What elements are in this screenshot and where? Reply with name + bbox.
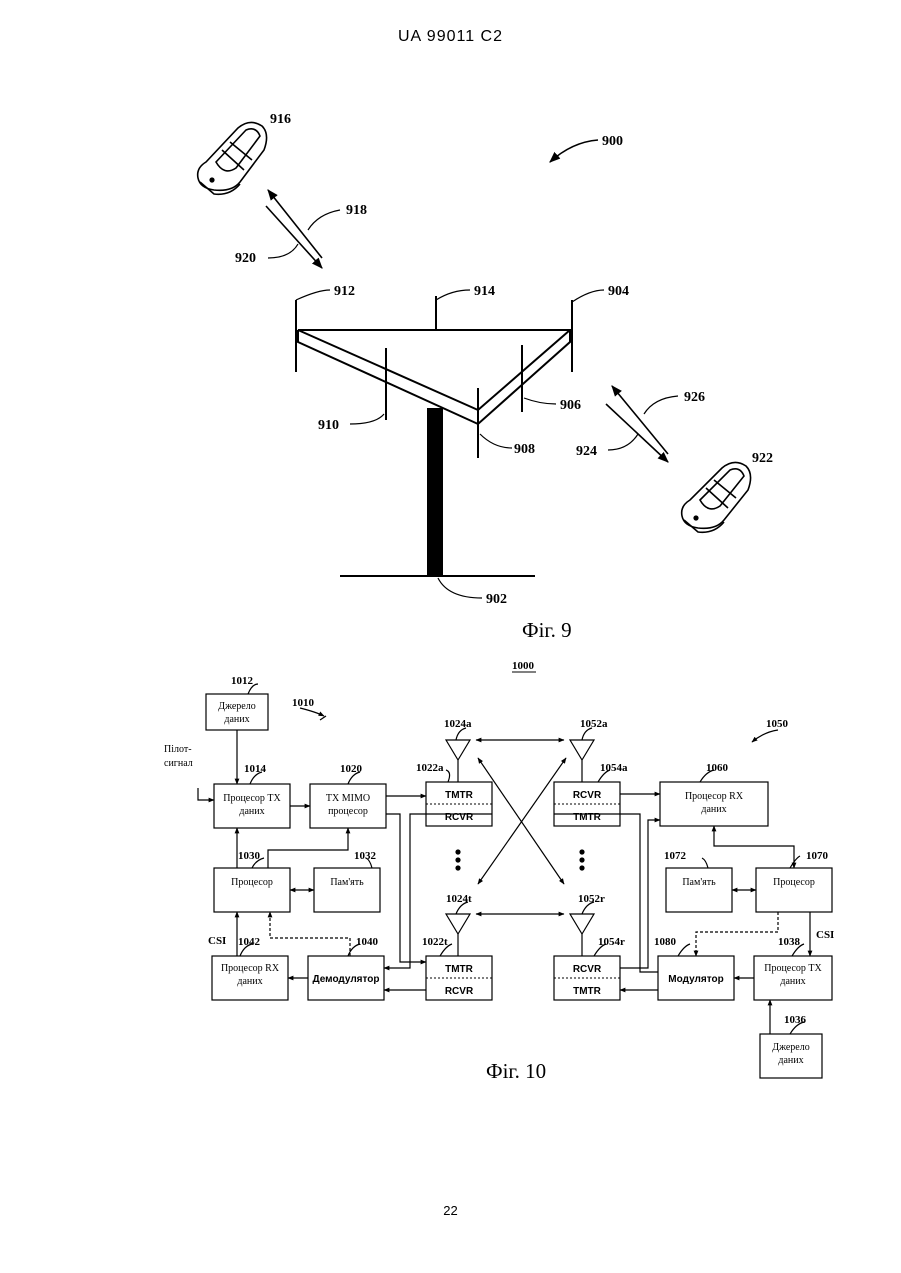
text-1072: Пам'ять xyxy=(682,877,716,888)
ref-1036: 1036 xyxy=(784,1014,807,1026)
ref-1080: 1080 xyxy=(654,936,677,948)
text-rcvr-t: RCVR xyxy=(445,986,474,997)
antennas xyxy=(446,740,594,956)
ref-1050: 1050 xyxy=(766,718,789,730)
text-1060-1: Процесор RX xyxy=(685,791,744,802)
box-processor-1070 xyxy=(756,868,832,912)
text-1042-2: даних xyxy=(237,976,262,987)
label-908: 908 xyxy=(514,442,535,457)
label-904: 904 xyxy=(608,284,629,299)
box-memory-1032 xyxy=(314,868,380,912)
ref-1012: 1012 xyxy=(231,675,254,687)
pilot-label-line1: Пілот- xyxy=(164,744,192,755)
text-rcvr-ar: RCVR xyxy=(573,790,602,801)
text-1040: Демодулятор xyxy=(313,974,380,985)
text-tmtr-ar: TMTR xyxy=(573,812,602,823)
label-902: 902 xyxy=(486,592,507,607)
label-916: 916 xyxy=(270,112,291,127)
text-1038-1: Процесор ТХ xyxy=(764,963,822,974)
ref-1054r: 1054r xyxy=(598,936,625,948)
ref-1060: 1060 xyxy=(706,762,729,774)
text-1032: Пам'ять xyxy=(330,877,364,888)
label-910: 910 xyxy=(318,418,339,433)
text-1038-2: даних xyxy=(780,976,805,987)
figure-9-caption: Фіг. 9 xyxy=(522,618,572,642)
label-900: 900 xyxy=(602,134,623,149)
ref-1070: 1070 xyxy=(806,850,829,862)
label-914: 914 xyxy=(474,284,495,299)
ref-1052r: 1052r xyxy=(578,893,605,905)
figure-10-labels: 1000 1012 1010 1014 1020 1024a 1022a 105… xyxy=(164,660,834,1083)
ref-1030: 1030 xyxy=(238,850,261,862)
pilot-label-line2: сигнал xyxy=(164,758,193,769)
ref-1020: 1020 xyxy=(340,763,363,775)
figure-9 xyxy=(198,122,751,598)
text-1020-1: TX MIMO xyxy=(326,793,370,804)
text-1030: Процесор xyxy=(231,877,273,888)
text-rcvr-r: RCVR xyxy=(573,964,602,975)
figure-10-number: 1000 xyxy=(512,660,535,672)
text-1014-1: Процесор ТХ xyxy=(223,793,281,804)
csi-label-left: CSI xyxy=(208,935,226,947)
label-924: 924 xyxy=(576,444,597,459)
text-rcvr-a: RCVR xyxy=(445,812,474,823)
label-926: 926 xyxy=(684,390,705,405)
ref-1024t: 1024t xyxy=(446,893,472,905)
label-920: 920 xyxy=(235,251,256,266)
text-1036-1: Джерело xyxy=(772,1042,809,1053)
ref-1022t: 1022t xyxy=(422,936,448,948)
mobile-phone-922-icon xyxy=(682,462,751,532)
ref-1032: 1032 xyxy=(354,850,377,862)
text-1070: Процесор xyxy=(773,877,815,888)
ref-1072: 1072 xyxy=(664,850,687,862)
text-tmtr-r: TMTR xyxy=(573,986,602,997)
ref-1010: 1010 xyxy=(292,697,315,709)
text-1080: Модулятор xyxy=(668,974,723,985)
ref-1052a: 1052a xyxy=(580,718,608,730)
figure-10-caption: Фіг. 10 xyxy=(486,1059,546,1083)
text-1012-1: Джерело xyxy=(218,701,255,712)
label-906: 906 xyxy=(560,398,581,413)
text-1020-2: процесор xyxy=(328,806,368,817)
text-tmtr-t: TMTR xyxy=(445,964,474,975)
ref-1040: 1040 xyxy=(356,936,379,948)
ref-1042: 1042 xyxy=(238,936,261,948)
text-1036-2: даних xyxy=(778,1055,803,1066)
ref-1038: 1038 xyxy=(778,936,801,948)
box-processor-1030 xyxy=(214,868,290,912)
text-1014-2: даних xyxy=(239,806,264,817)
ref-1014: 1014 xyxy=(244,763,267,775)
text-1012-2: даних xyxy=(224,714,249,725)
ref-1024a: 1024a xyxy=(444,718,472,730)
ref-1054a: 1054a xyxy=(600,762,628,774)
text-1042-1: Процесор RX xyxy=(221,963,280,974)
label-912: 912 xyxy=(334,284,355,299)
ref-1022a: 1022a xyxy=(416,762,444,774)
csi-label-right: CSI xyxy=(816,929,834,941)
label-922: 922 xyxy=(752,451,773,466)
label-918: 918 xyxy=(346,203,367,218)
text-tmtr-a: TMTR xyxy=(445,790,474,801)
text-1060-2: даних xyxy=(701,804,726,815)
page-number: 22 xyxy=(0,1203,901,1218)
box-memory-1072 xyxy=(666,868,732,912)
figure-10 xyxy=(198,684,832,1078)
mobile-phone-916-icon xyxy=(198,122,267,194)
